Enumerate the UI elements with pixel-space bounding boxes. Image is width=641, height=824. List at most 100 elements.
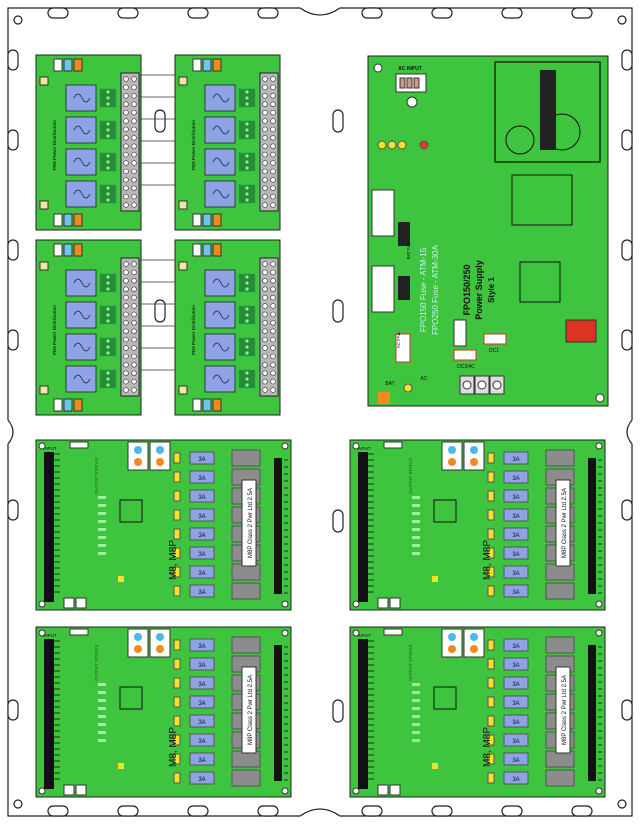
center-chip — [433, 499, 457, 523]
terminal-screw — [262, 278, 268, 284]
ground-screw — [406, 96, 418, 108]
terminal-screw — [131, 118, 137, 124]
ac-label: AC — [421, 376, 428, 382]
fuse — [189, 546, 215, 560]
mounting-hole — [281, 442, 289, 450]
fuse-rating: 3A — [198, 682, 205, 688]
status-led — [245, 319, 249, 323]
mounting-hole — [352, 600, 360, 608]
relay-indicator — [134, 633, 142, 641]
input-connector-strip — [358, 639, 368, 789]
ac-input-pin — [413, 77, 420, 89]
connector — [192, 243, 202, 257]
status-led — [245, 307, 249, 311]
fuse-block — [231, 582, 261, 600]
output-led — [412, 731, 420, 734]
status-led — [245, 186, 249, 190]
output-led — [412, 536, 420, 539]
terminal-screw — [270, 328, 276, 334]
connector — [53, 398, 63, 412]
terminal-screw — [270, 151, 276, 158]
terminal-strip — [120, 257, 140, 397]
relay-icon — [73, 310, 91, 320]
status-led — [245, 371, 249, 375]
output-status-label: OUTPUT STATUS — [94, 458, 99, 495]
status-led — [432, 763, 438, 769]
header-connector — [383, 441, 403, 449]
class-label: M8P Class 2 Pwr Ltd 2.5A — [248, 488, 254, 558]
status-led — [173, 566, 181, 578]
relay-socket — [149, 628, 171, 658]
terminal-screw — [123, 320, 129, 326]
status-led — [487, 734, 495, 746]
fuse-rating: 3A — [198, 552, 205, 558]
terminal-screw — [131, 101, 137, 107]
relay — [65, 180, 97, 208]
terminal-screw — [262, 160, 268, 166]
status-led — [487, 677, 495, 689]
status-led — [245, 345, 249, 349]
terminal-screw — [270, 168, 276, 175]
fuse — [503, 676, 529, 690]
output-led — [412, 552, 420, 555]
status-led — [377, 140, 387, 150]
output-led — [98, 683, 106, 686]
m8-model-label: M8, M8P — [482, 540, 493, 580]
fuse-rating: 3A — [512, 720, 519, 726]
output-led — [98, 691, 106, 694]
mounting-hole — [281, 787, 289, 795]
input-connector-strip — [44, 452, 54, 602]
status-led — [106, 186, 110, 190]
terminal-screw — [262, 336, 268, 343]
output-led — [98, 504, 106, 507]
status-led — [245, 281, 249, 285]
status-led — [106, 345, 110, 349]
terminal-screw — [123, 93, 129, 99]
relay — [65, 84, 97, 112]
terminal-screw — [262, 84, 268, 91]
status-led — [245, 90, 249, 94]
status-led — [487, 528, 495, 540]
connector — [212, 398, 222, 412]
output-led — [98, 707, 106, 710]
mounting-hole — [595, 787, 603, 795]
connector — [63, 597, 75, 609]
center-chip — [119, 686, 143, 710]
terminal-screw — [262, 345, 268, 351]
status-led — [173, 753, 181, 765]
terminal-strip — [259, 72, 279, 212]
relay-icon — [73, 125, 91, 135]
heatsink — [540, 70, 556, 150]
relay-indicator — [470, 446, 478, 454]
fuse — [503, 752, 529, 766]
relay — [65, 269, 97, 297]
mounting-hole — [595, 600, 603, 608]
relay-socket — [441, 628, 463, 658]
connector — [192, 398, 202, 412]
terminal-screw — [123, 76, 129, 82]
status-led — [245, 96, 249, 100]
status-led — [173, 490, 181, 502]
fuse-rating: 3A — [198, 758, 205, 764]
connector — [73, 58, 83, 72]
input-connector-strip — [358, 452, 368, 602]
connector — [75, 597, 87, 609]
status-led — [106, 313, 110, 317]
fuse-block — [231, 449, 261, 467]
relay-icon — [212, 342, 230, 352]
terminal-screw — [123, 160, 129, 166]
terminal-screw — [262, 378, 268, 385]
relay-icon — [212, 374, 230, 384]
fuse — [189, 771, 215, 785]
status-led — [487, 509, 495, 521]
jumper — [39, 200, 49, 210]
connector — [389, 597, 401, 609]
pd-board: PD8 Power Distribution — [174, 239, 281, 416]
connector — [202, 213, 212, 227]
fuse-holder — [453, 319, 467, 347]
output-led — [98, 715, 106, 718]
relay-icon — [212, 189, 230, 199]
fuse-rating: 3A — [512, 533, 519, 539]
